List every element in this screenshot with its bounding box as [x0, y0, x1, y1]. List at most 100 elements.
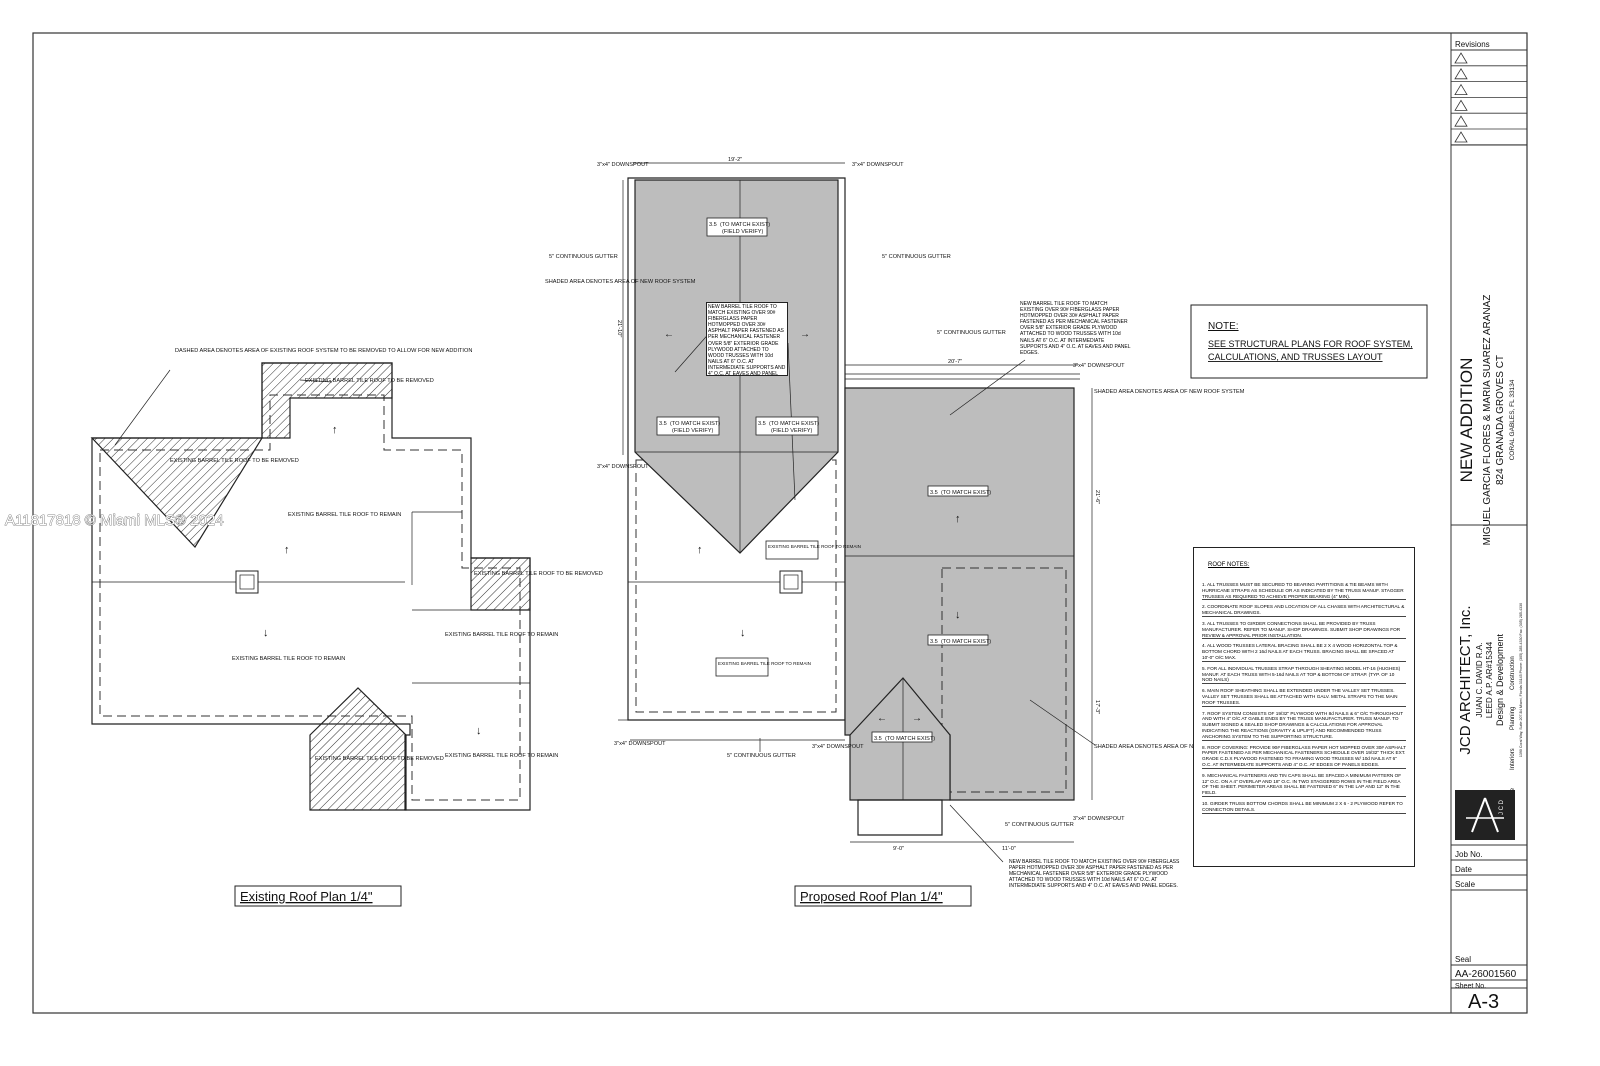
- note-box-title: NOTE:: [1208, 321, 1239, 332]
- slope-tag-1: 3.5: [709, 222, 717, 228]
- revision-triangle-icon: [1454, 131, 1468, 143]
- revision-rows: [1451, 52, 1527, 146]
- existing-label-right-remain-2: EXISTING BARREL TILE ROOF TO REMAIN: [445, 753, 558, 759]
- dim-top-width: 19'-2": [728, 157, 742, 163]
- note-box-line-2: CALCULATIONS, AND TRUSSES LAYOUT: [1208, 352, 1383, 362]
- gutter-label-4: 5" CONTINUOUS GUTTER: [727, 753, 796, 759]
- downspout-label-6: 3"x4" DOWNSPOUT: [812, 744, 864, 750]
- shaded-note-right: SHADED AREA DENOTES AREA OF NEW ROOF SYS…: [1094, 389, 1245, 395]
- match-tag-3: (TO MATCH EXIST): [769, 421, 819, 427]
- slope-tag-6: 3.5: [874, 736, 882, 742]
- sheet-no-label: Sheet No.: [1455, 983, 1486, 990]
- existing-roof-plan: ↑ ↑ ↓ ↓: [90, 362, 531, 811]
- match-tag-5: (TO MATCH EXIST): [941, 639, 991, 645]
- new-roof-note-1: NEW BARREL TILE ROOF TO MATCH EXISTING O…: [706, 302, 788, 376]
- existing-plan-labels: DASHED AREA DENOTES AREA OF EXISTING ROO…: [170, 348, 603, 762]
- project-owners: MIGUEL GARCIA FLORES & MARIA SUAREZ ARAN…: [1482, 295, 1493, 546]
- revision-triangle-icon: [1454, 115, 1468, 127]
- existing-plan-title-box: [234, 885, 402, 907]
- existing-label-right-remain-1: EXISTING BARREL TILE ROOF TO REMAIN: [445, 632, 558, 638]
- gutter-label-3: 5" CONTINUOUS GUTTER: [937, 330, 1006, 336]
- match-tag-4: (TO MATCH EXIST): [941, 490, 991, 496]
- firm-license: LEED A.P. AR#15344: [1485, 641, 1494, 718]
- svg-text:↓: ↓: [263, 627, 269, 639]
- verify-tag-1: (FIELD VERIFY): [722, 229, 763, 235]
- existing-label-dashed-area: DASHED AREA DENOTES AREA OF EXISTING ROO…: [175, 348, 472, 354]
- svg-text:↑: ↑: [332, 424, 338, 436]
- roof-note-item: 9. MECHANICAL FASTENERS AND TIN CAPS SHA…: [1202, 773, 1406, 797]
- match-tag-1: (TO MATCH EXIST): [720, 222, 770, 228]
- roof-notes-list: 1. ALL TRUSSES MUST BE SECURED TO BEARIN…: [1202, 582, 1406, 814]
- removal-area-right: [470, 557, 531, 611]
- title-block: Revisions: [1451, 33, 1528, 1013]
- revision-triangle-icon: [1454, 52, 1468, 64]
- dim-top-depth: 21'-10": [616, 320, 622, 337]
- existing-tag-proposed-1: EXISTING BARREL TILE ROOF TO REMAIN: [768, 544, 861, 549]
- watermark: A11817818 © Miami MLS® 2024: [5, 512, 224, 529]
- gutter-label-1: 5" CONTINUOUS GUTTER: [549, 254, 618, 260]
- roof-note-item: 6. MAIN ROOF SHEATHING SHALL BE EXTENDED…: [1202, 688, 1406, 707]
- roof-note-item: 7. ROOF SYSTEM CONSISTS OF 19/32" PLYWOO…: [1202, 711, 1406, 741]
- logo-letters: J C D: [1499, 799, 1505, 815]
- license-number: AA-26001560: [1455, 969, 1517, 980]
- revision-triangle-icon: [1454, 83, 1468, 95]
- proposed-plan-title: Proposed Roof Plan 1/4": [800, 889, 943, 904]
- verify-tag-3: (FIELD VERIFY): [771, 428, 812, 434]
- svg-text:↑: ↑: [284, 544, 290, 556]
- slope-tag-5: 3.5: [930, 639, 938, 645]
- downspout-label-2: 3"x4" DOWNSPOUT: [852, 162, 904, 168]
- match-tag-2: (TO MATCH EXIST): [670, 421, 720, 427]
- roof-note-item: 4. ALL WOOD TRUSSES LATERAL BRACING SHAL…: [1202, 643, 1406, 662]
- roof-note-item: 8. ROOF COVERING: PROVIDE 90# FIBERGLASS…: [1202, 744, 1406, 769]
- svg-text:↑: ↑: [955, 513, 961, 525]
- proposed-roof-plan: ↑ ↓ ↑ ↓ ← → ← →: [618, 162, 1096, 863]
- slope-tag-2: 3.5: [659, 421, 667, 427]
- roof-notes-box: ROOF NOTES: 1. ALL TRUSSES MUST BE SECUR…: [1193, 547, 1415, 867]
- firm-contact: 1390 Coral Way, Suite 207-B4 Miami, Flor…: [1519, 603, 1523, 757]
- existing-label-center-remain: EXISTING BARREL TILE ROOF TO REMAIN: [288, 512, 401, 518]
- svg-text:↓: ↓: [476, 725, 482, 737]
- sheet-number: A-3: [1468, 991, 1499, 1013]
- dim-bottom-gable: 9'-0": [893, 846, 904, 852]
- svg-text:↓: ↓: [955, 609, 961, 621]
- firm-tagline: Design & Development: [1495, 633, 1505, 726]
- jcd-logo-icon: J C D: [1455, 790, 1515, 840]
- svg-text:←: ←: [877, 713, 887, 724]
- project-address: 824 GRANADA GROVES CT: [1495, 355, 1506, 485]
- shaded-note-bottom: SHADED AREA DENOTES AREA OF NEW ROOF SYS…: [1094, 744, 1245, 750]
- removal-area-left: [90, 437, 264, 548]
- new-roof-note-box-2: NEW BARREL TILE ROOF TO MATCH EXISTING O…: [1019, 300, 1133, 358]
- revision-triangle-icon: [1454, 99, 1468, 111]
- existing-label-top-removed: EXISTING BARREL TILE ROOF TO BE REMOVED: [305, 378, 434, 384]
- project-title: NEW ADDITION: [1457, 358, 1476, 483]
- seal-label: Seal: [1455, 955, 1471, 964]
- new-roof-note-box-1: NEW BARREL TILE ROOF TO MATCH EXISTING O…: [706, 302, 788, 376]
- existing-label-bottom-remain: EXISTING BARREL TILE ROOF TO REMAIN: [232, 656, 345, 662]
- existing-label-left-removed: EXISTING BARREL TILE ROOF TO BE REMOVED: [170, 458, 299, 464]
- dim-bottom-right: 11'-0": [1002, 846, 1016, 852]
- new-roof-note-2: NEW BARREL TILE ROOF TO MATCH EXISTING O…: [1019, 300, 1133, 358]
- downspout-label-7: 3"x4" DOWNSPOUT: [1073, 816, 1125, 822]
- svg-text:↑: ↑: [697, 544, 703, 556]
- roof-note-item: 1. ALL TRUSSES MUST BE SECURED TO BEARIN…: [1202, 582, 1406, 601]
- existing-label-right-removed: EXISTING BARREL TILE ROOF TO BE REMOVED: [474, 571, 603, 577]
- slope-tag-4: 3.5: [930, 490, 938, 496]
- dim-addition-width: 20'-7": [948, 359, 962, 365]
- project-city: CORAL GABLES, FL 33134: [1509, 379, 1516, 460]
- svg-text:→: →: [912, 713, 922, 724]
- roof-note-item: 10. GIRDER TRUSS BOTTOM CHORDS SHALL BE …: [1202, 801, 1406, 814]
- proposed-plan-title-box: [794, 885, 972, 907]
- match-tag-6: (TO MATCH EXIST): [885, 736, 935, 742]
- svg-text:↓: ↓: [740, 627, 746, 639]
- scale-label: Scale: [1455, 880, 1476, 889]
- existing-label-bottom-removed: EXISTING BARREL TILE ROOF TO BE REMOVED: [315, 756, 444, 762]
- firm-discipline-4: Construction: [1510, 656, 1516, 690]
- slope-tags: 3.5 (TO MATCH EXIST) (FIELD VERIFY) 3.5 …: [656, 217, 991, 743]
- removal-area-top: [261, 362, 393, 439]
- verify-tag-2: (FIELD VERIFY): [672, 428, 713, 434]
- date-label: Date: [1455, 865, 1472, 874]
- downspout-label-5: 3"x4" DOWNSPOUT: [614, 741, 666, 747]
- firm-info: JCD ARCHITECT, Inc. JUAN C. DAVID R.A. L…: [1457, 603, 1523, 820]
